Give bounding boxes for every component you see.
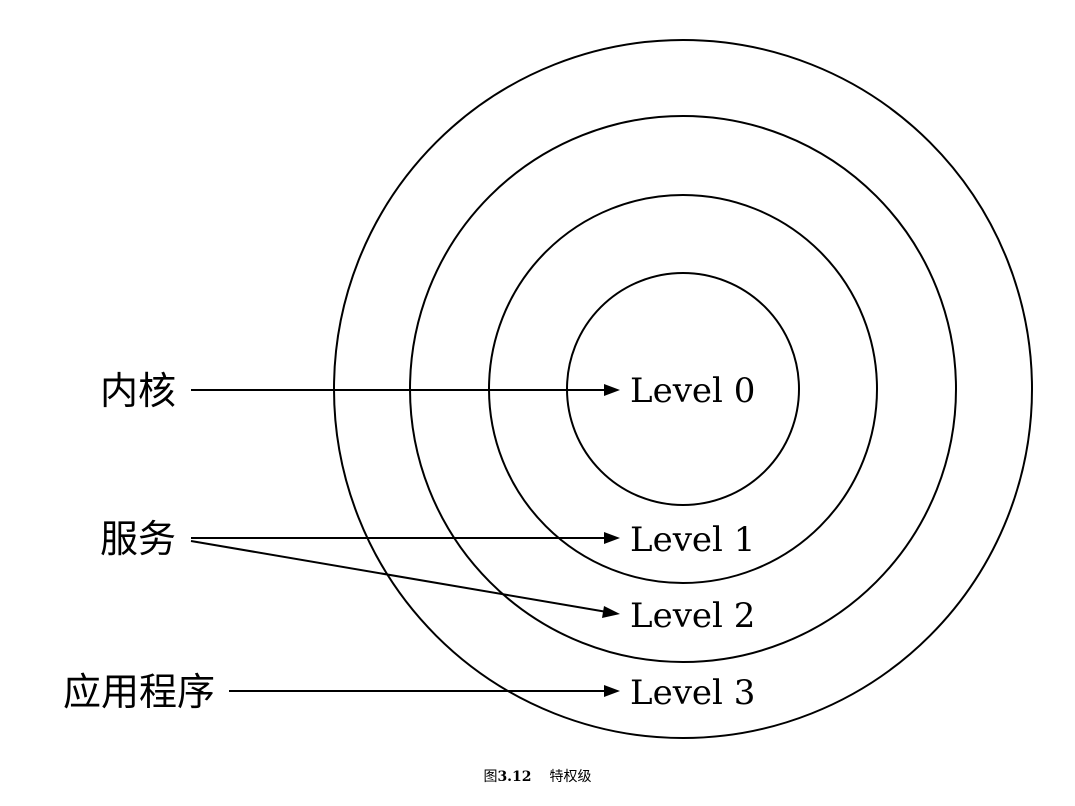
level-3-label: Level 3 — [630, 673, 755, 713]
arrow-kernel-to-level-0 — [191, 384, 620, 396]
figure-number: 3.12 — [497, 769, 532, 785]
figure-caption: 图3.12 特权级 — [0, 766, 1075, 786]
level-1-label: Level 1 — [630, 520, 755, 560]
arrow-applications-to-level-3 — [229, 685, 620, 697]
kernel-label: 内核 — [100, 369, 176, 413]
figure-title: 特权级 — [549, 769, 592, 785]
applications-label: 应用程序 — [63, 670, 215, 714]
services-label: 服务 — [100, 517, 176, 561]
arrow-services-to-level-2 — [190, 540, 620, 618]
figure-prefix: 图 — [483, 769, 498, 785]
arrow-services-to-level-1 — [191, 532, 620, 544]
level-0-label: Level 0 — [630, 371, 755, 411]
level-2-label: Level 2 — [630, 596, 755, 636]
